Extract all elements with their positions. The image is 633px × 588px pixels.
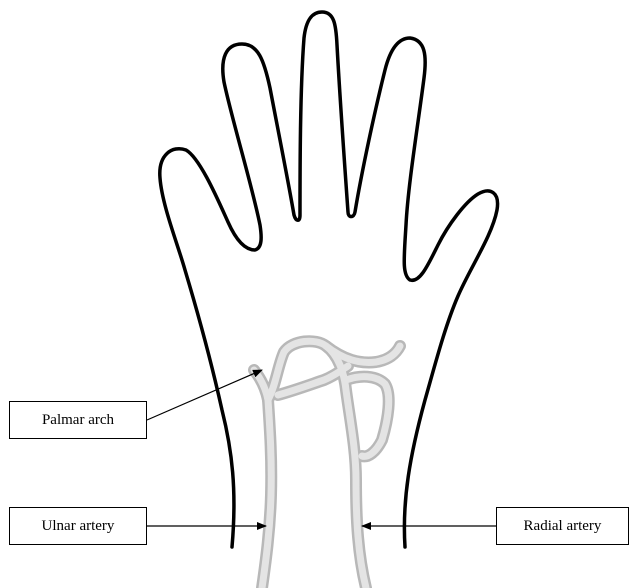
hand-outline [160, 12, 498, 547]
arteries [254, 341, 400, 588]
ulnar-artery-label: Ulnar artery [9, 507, 147, 545]
palmar-arch-label: Palmar arch [9, 401, 147, 439]
palmar-arch-loop [278, 366, 348, 395]
palmar-arch-leader [147, 370, 262, 420]
radial-artery-label: Radial artery [496, 507, 629, 545]
